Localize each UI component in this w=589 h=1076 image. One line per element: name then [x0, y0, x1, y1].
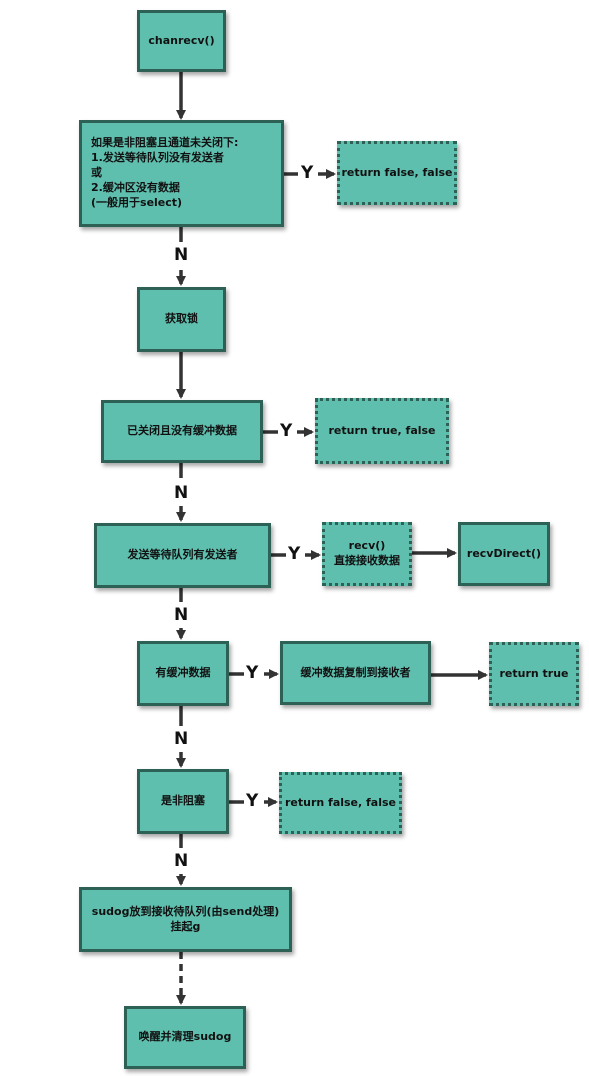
label-yes-1: Y	[301, 163, 314, 183]
node-copy-buffer: 缓冲数据复制到接收者	[280, 641, 431, 705]
node-closed-no-buffer: 已关闭且没有缓冲数据	[101, 400, 263, 463]
node-sudog-park: sudog放到接收待队列(由send处理) 挂起g	[79, 887, 292, 952]
node-nonblock-precheck: 如果是非阻塞且通道未关闭下: 1.发送等待队列没有发送者 或 2.缓冲区没有数据…	[79, 120, 284, 227]
node-recv-direct-step: recv() 直接接收数据	[322, 522, 412, 586]
node-return-false-false-1: return false, false	[337, 141, 457, 205]
node-return-true: return true	[489, 642, 579, 706]
label-yes-5: Y	[246, 791, 259, 811]
label-no-4: N	[174, 729, 189, 749]
node-return-true-false: return true, false	[315, 398, 449, 464]
label-no-2: N	[174, 483, 189, 503]
node-has-buffer-data: 有缓冲数据	[137, 641, 229, 706]
label-yes-2: Y	[280, 421, 293, 441]
node-chanrecv: chanrecv()	[137, 10, 226, 72]
label-no-5: N	[174, 851, 189, 871]
node-has-sender: 发送等待队列有发送者	[94, 523, 271, 588]
label-no-1: N	[174, 245, 189, 265]
label-no-3: N	[174, 605, 189, 625]
label-yes-3: Y	[288, 544, 301, 564]
node-recv-direct: recvDirect()	[458, 522, 550, 586]
node-is-nonblocking: 是非阻塞	[137, 769, 229, 834]
node-wake-cleanup: 唤醒并清理sudog	[124, 1006, 246, 1069]
node-return-false-false-2: return false, false	[279, 772, 402, 834]
node-acquire-lock: 获取锁	[137, 287, 226, 352]
label-yes-4: Y	[246, 663, 259, 683]
